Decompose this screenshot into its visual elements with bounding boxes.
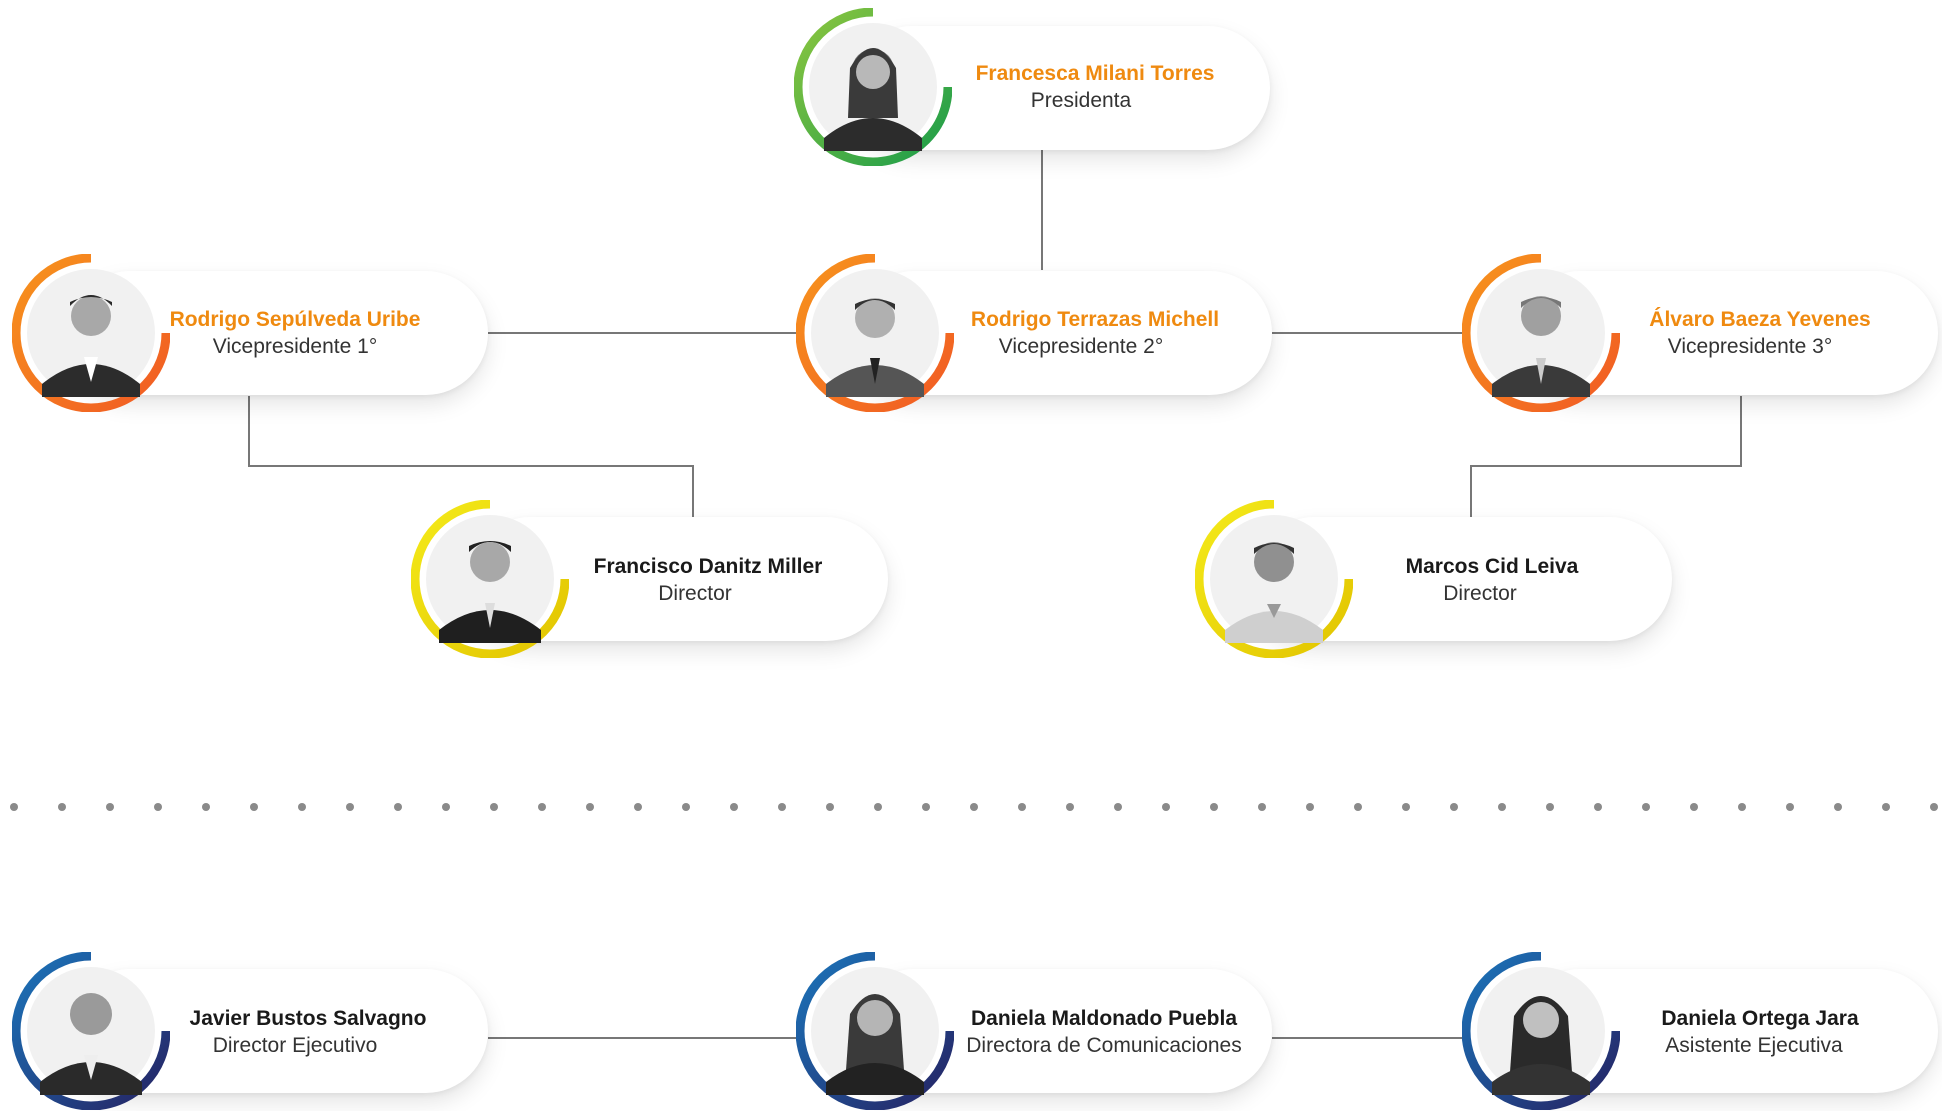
separator-dot — [634, 803, 642, 811]
role-staff3: Asistente Ejecutiva — [1665, 1034, 1843, 1057]
name-president: Francesca Milani Torres — [975, 62, 1215, 85]
separator-dot — [1162, 803, 1170, 811]
role-president: Presidenta — [1030, 89, 1132, 112]
separator-dot — [346, 803, 354, 811]
person-female-photo-icon — [794, 8, 952, 166]
avatar-staff2 — [796, 952, 954, 1110]
person-male-photo-icon — [12, 952, 170, 1110]
person-male-photo-icon — [1195, 500, 1353, 658]
separator-dot — [1834, 803, 1842, 811]
separator-dot — [1594, 803, 1602, 811]
label-staff3: Daniela Ortega Jara Asistente Ejecutiva — [1620, 1005, 1900, 1059]
person-male-photo-icon — [12, 254, 170, 412]
name-vp3: Álvaro Baeza Yevenes — [1649, 308, 1871, 331]
person-male-photo-icon — [1462, 254, 1620, 412]
separator-dot — [682, 803, 690, 811]
separator-dot — [58, 803, 66, 811]
separator-dot — [394, 803, 402, 811]
separator-dot — [1882, 803, 1890, 811]
person-male-photo-icon — [411, 500, 569, 658]
role-staff1: Director Ejecutivo — [212, 1034, 378, 1057]
label-vp3: Álvaro Baeza Yevenes Vicepresidente 3° — [1620, 306, 1900, 360]
separator-dot — [1018, 803, 1026, 811]
label-staff2: Daniela Maldonado Puebla Directora de Co… — [944, 1005, 1264, 1059]
separator-dot — [1258, 803, 1266, 811]
separator-dot — [538, 803, 546, 811]
separator-dot — [586, 803, 594, 811]
separator-dot — [1690, 803, 1698, 811]
separator-dot — [1498, 803, 1506, 811]
separator-dot — [106, 803, 114, 811]
role-vp2: Vicepresidente 2° — [998, 335, 1164, 358]
separator-dot — [1402, 803, 1410, 811]
separator-dot — [778, 803, 786, 811]
role-staff2: Directora de Comunicaciones — [966, 1034, 1242, 1057]
name-vp2: Rodrigo Terrazas Michell — [970, 308, 1220, 331]
label-dir1: Francisco Danitz Miller Director — [568, 553, 848, 607]
separator-dot — [1306, 803, 1314, 811]
separator-dot — [1930, 803, 1938, 811]
separator-dot — [1450, 803, 1458, 811]
separator-dot — [1738, 803, 1746, 811]
separator-dot — [202, 803, 210, 811]
separator-dot — [442, 803, 450, 811]
separator-dot — [1354, 803, 1362, 811]
name-vp1: Rodrigo Sepúlveda Uribe — [169, 308, 421, 331]
label-vp1: Rodrigo Sepúlveda Uribe Vicepresidente 1… — [160, 306, 430, 360]
separator-dot — [298, 803, 306, 811]
dotted-separator — [10, 803, 1938, 811]
label-president: Francesca Milani Torres Presidenta — [955, 60, 1235, 114]
avatar-vp2 — [796, 254, 954, 412]
avatar-staff1 — [12, 952, 170, 1110]
separator-dot — [10, 803, 18, 811]
person-female-photo-icon — [796, 952, 954, 1110]
name-staff3: Daniela Ortega Jara — [1661, 1007, 1859, 1030]
name-staff2: Daniela Maldonado Puebla — [970, 1007, 1238, 1030]
avatar-president — [794, 8, 952, 166]
role-dir1: Director — [658, 582, 732, 605]
avatar-dir2 — [1195, 500, 1353, 658]
label-vp2: Rodrigo Terrazas Michell Vicepresidente … — [955, 306, 1235, 360]
separator-dot — [922, 803, 930, 811]
separator-dot — [1114, 803, 1122, 811]
separator-dot — [826, 803, 834, 811]
separator-dot — [250, 803, 258, 811]
avatar-staff3 — [1462, 952, 1620, 1110]
separator-dot — [970, 803, 978, 811]
role-dir2: Director — [1443, 582, 1517, 605]
role-vp1: Vicepresidente 1° — [212, 335, 378, 358]
name-dir1: Francisco Danitz Miller — [593, 555, 823, 578]
name-dir2: Marcos Cid Leiva — [1405, 555, 1579, 578]
separator-dot — [1066, 803, 1074, 811]
avatar-dir1 — [411, 500, 569, 658]
separator-dot — [1210, 803, 1218, 811]
name-staff1: Javier Bustos Salvagno — [189, 1007, 427, 1030]
avatar-vp1 — [12, 254, 170, 412]
separator-dot — [490, 803, 498, 811]
separator-dot — [1786, 803, 1794, 811]
label-staff1: Javier Bustos Salvagno Director Ejecutiv… — [168, 1005, 448, 1059]
person-female-photo-icon — [1462, 952, 1620, 1110]
label-dir2: Marcos Cid Leiva Director — [1352, 553, 1632, 607]
separator-dot — [874, 803, 882, 811]
separator-dot — [1642, 803, 1650, 811]
separator-dot — [154, 803, 162, 811]
separator-dot — [1546, 803, 1554, 811]
separator-dot — [730, 803, 738, 811]
role-vp3: Vicepresidente 3° — [1667, 335, 1833, 358]
person-male-photo-icon — [796, 254, 954, 412]
avatar-vp3 — [1462, 254, 1620, 412]
